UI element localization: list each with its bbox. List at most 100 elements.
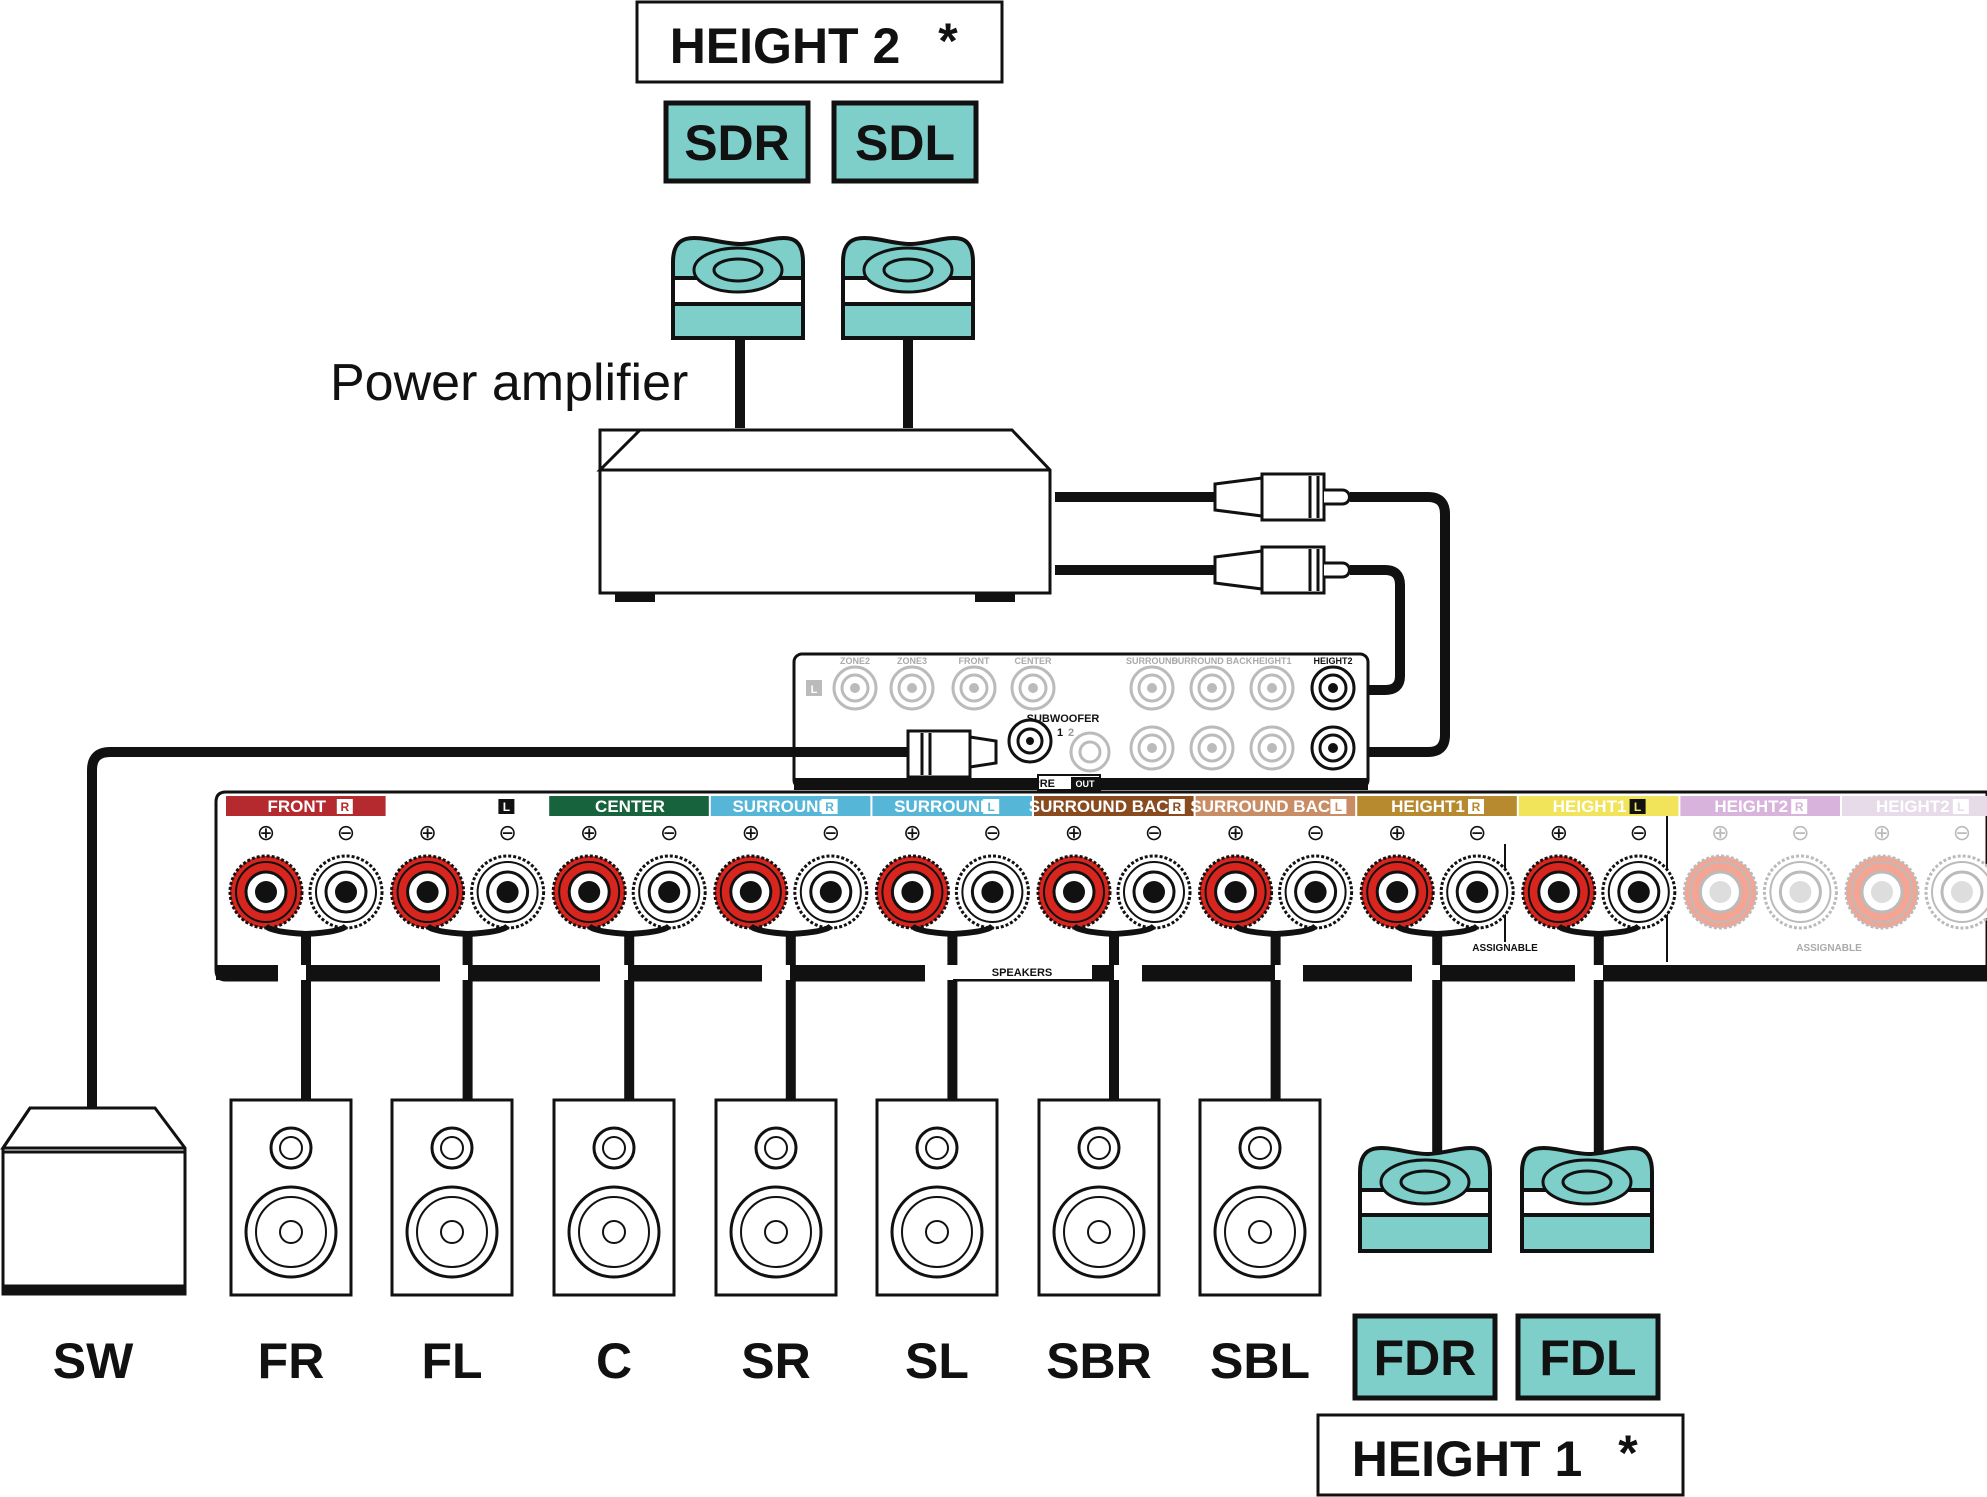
assignable-label-1: ASSIGNABLE — [1472, 943, 1538, 954]
preout-jack[interactable] — [1189, 725, 1235, 771]
speaker-label: SW — [53, 1333, 134, 1389]
negative-post[interactable] — [793, 854, 869, 930]
rca-cables — [1055, 472, 1450, 757]
speaker-label: SR — [741, 1333, 810, 1389]
minus-sign: ⊖ — [1630, 820, 1648, 845]
negative-post[interactable] — [631, 854, 707, 930]
preout-jack-label: ZONE3 — [897, 656, 927, 666]
bookshelf-speaker — [875, 1098, 999, 1297]
preout-jack[interactable] — [1189, 665, 1235, 711]
preout-jack[interactable] — [889, 665, 935, 711]
subwoofer-cable — [87, 729, 998, 1108]
minus-sign: ⊖ — [1468, 820, 1486, 845]
preout-jack-label: SURROUND — [1126, 656, 1179, 666]
subwoofer-1-label: 1 — [1057, 727, 1063, 739]
terminal-label: HEIGHT2 — [1876, 797, 1950, 816]
preout-jack[interactable] — [1249, 665, 1295, 711]
positive-post[interactable] — [1198, 854, 1274, 930]
power-amplifier — [596, 428, 1052, 602]
subwoofer-2-label: 2 — [1068, 727, 1074, 739]
speaker-label: SL — [905, 1333, 969, 1389]
minus-sign: ⊖ — [498, 820, 516, 845]
preout-jack-label: HEIGHT1 — [1252, 656, 1291, 666]
preout-jack[interactable] — [1010, 665, 1056, 711]
preout-jack[interactable] — [1249, 725, 1295, 771]
fdr-label: FDR — [1374, 1330, 1477, 1386]
positive-post[interactable] — [874, 854, 950, 930]
terminal-label: CENTER — [595, 797, 665, 816]
terminal-label: HEIGHT1 — [1391, 797, 1465, 816]
fdr-tag — [1352, 1313, 1498, 1401]
positive-post[interactable] — [1036, 854, 1112, 930]
subwoofer-speaker — [0, 1106, 187, 1296]
preout-jack[interactable] — [1129, 725, 1175, 771]
minus-sign: ⊖ — [822, 820, 840, 845]
negative-post[interactable] — [308, 854, 384, 930]
speaker-label: SBR — [1046, 1333, 1152, 1389]
minus-sign: ⊖ — [1791, 820, 1809, 845]
terminal-side: R — [1472, 800, 1481, 814]
negative-post[interactable] — [1762, 854, 1838, 930]
preout-jack[interactable] — [1310, 725, 1356, 771]
terminal-side: R — [340, 800, 349, 814]
terminal-side: L — [503, 800, 510, 814]
plus-sign: ⊕ — [1550, 820, 1568, 845]
bookshelf-speaker — [714, 1098, 838, 1297]
terminal-side: R — [825, 800, 834, 814]
negative-post[interactable] — [1924, 854, 1987, 930]
power-amplifier-label: Power amplifier — [330, 354, 688, 412]
positive-post[interactable] — [1521, 854, 1597, 930]
positive-post[interactable] — [1844, 854, 1920, 930]
subwoofer-2-jack — [1069, 731, 1111, 773]
terminal-side: L — [1335, 800, 1342, 814]
negative-post[interactable] — [470, 854, 546, 930]
positive-post[interactable] — [551, 854, 627, 930]
minus-sign: ⊖ — [337, 820, 355, 845]
negative-post[interactable] — [1278, 854, 1354, 930]
positive-post[interactable] — [713, 854, 789, 930]
terminal-side: R — [1795, 800, 1804, 814]
minus-sign: ⊖ — [660, 820, 678, 845]
preout-pre-label: PRE — [1032, 778, 1055, 790]
negative-post[interactable] — [1439, 854, 1515, 930]
sdr-speaker — [671, 235, 805, 340]
fdr-speaker — [1358, 1145, 1492, 1253]
bookshelf-speaker — [1037, 1098, 1161, 1297]
preout-jack[interactable] — [951, 665, 997, 711]
assignable-label-2: ASSIGNABLE — [1796, 943, 1862, 954]
fdl-speaker — [1520, 1145, 1654, 1253]
positive-post[interactable] — [1682, 854, 1758, 930]
plus-sign: ⊕ — [1065, 820, 1083, 845]
negative-post[interactable] — [1601, 854, 1677, 930]
speakers-label: SPEAKERS — [992, 967, 1053, 979]
preout-jack[interactable] — [1310, 665, 1356, 711]
plus-sign: ⊕ — [1873, 820, 1891, 845]
negative-post[interactable] — [1116, 854, 1192, 930]
positive-post[interactable] — [1359, 854, 1435, 930]
positive-post[interactable] — [390, 854, 466, 930]
plus-sign: ⊕ — [257, 820, 275, 845]
preout-jack[interactable] — [832, 665, 878, 711]
plus-sign: ⊕ — [418, 820, 436, 845]
height2-group: HEIGHT 2 * SDR SDL — [635, 0, 1004, 184]
negative-post[interactable] — [954, 854, 1030, 930]
height1-asterisk: * — [1618, 1425, 1638, 1481]
sdr-tag — [663, 100, 811, 184]
speaker-label: FR — [258, 1333, 325, 1389]
plus-sign: ⊕ — [903, 820, 921, 845]
positive-post[interactable] — [228, 854, 304, 930]
terminal-label: SURROUND BACK — [1190, 797, 1343, 816]
preout-jack[interactable] — [1129, 665, 1175, 711]
